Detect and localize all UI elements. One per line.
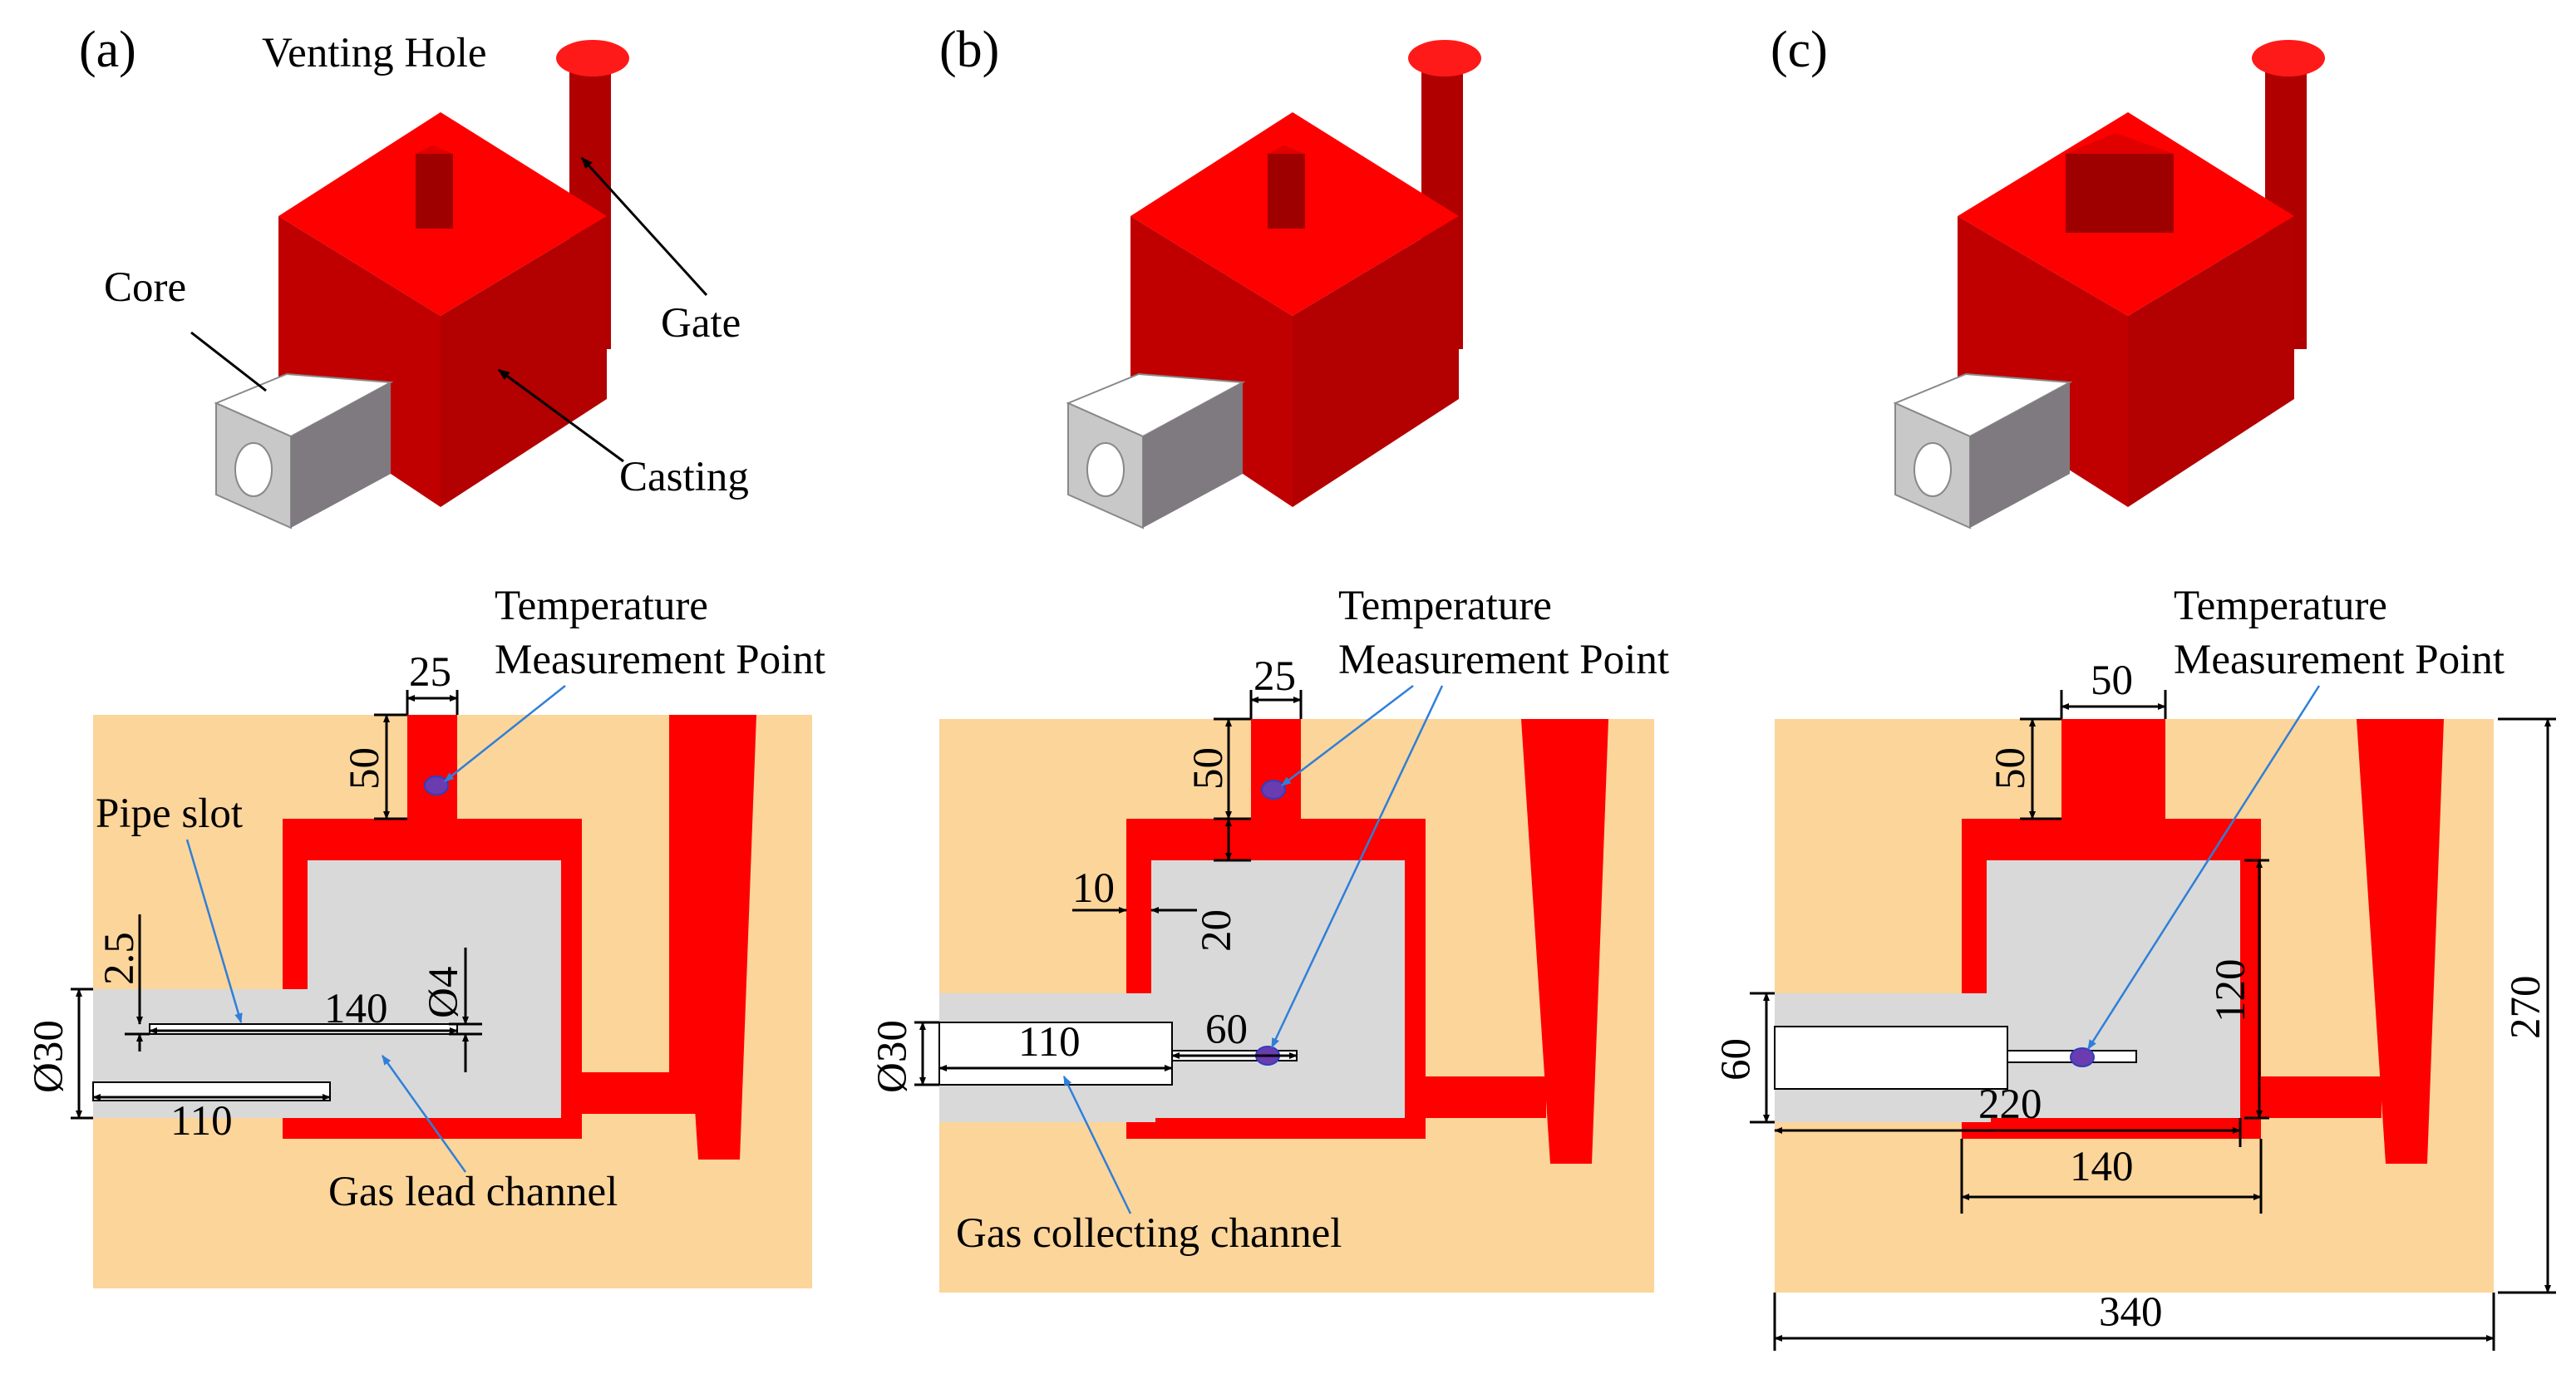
dim-c-riser-height: 50 [1987, 747, 2034, 790]
gate-top [1408, 40, 1481, 76]
dim-a-riser-height: 50 [342, 747, 388, 790]
cavity-core [1987, 860, 2240, 1118]
panel-b-letter: (b) [939, 22, 999, 78]
gas-lead-channel-label: Gas lead channel [328, 1169, 618, 1215]
riser [1251, 719, 1301, 819]
vent-body [416, 154, 453, 229]
dims-a [71, 690, 482, 1120]
gas-collecting-channel [938, 1022, 1173, 1086]
casting-left-face [1130, 216, 1293, 507]
gate-label: Gate [661, 300, 741, 347]
riser [407, 715, 457, 823]
gap-sand [594, 819, 665, 1072]
dim-b-riser-width: 25 [1254, 653, 1296, 700]
casting-left-face [1958, 216, 2128, 507]
temp-label-b-line1: Temperature [1338, 583, 1552, 629]
cavity-core [308, 860, 561, 1118]
panel-c-letter: (c) [1771, 22, 1828, 78]
core-void [1774, 1026, 2008, 1090]
gate-top [2252, 40, 2325, 76]
pipe-slot-label: Pipe slot [96, 790, 243, 837]
section-a [92, 715, 812, 1288]
dim-c-riser-width: 50 [2091, 657, 2133, 704]
vent-body [1268, 154, 1305, 229]
gas-collecting-channel-label: Gas collecting channel [956, 1210, 1342, 1257]
runner-bar [2261, 1076, 2381, 1118]
core-side-face [1143, 382, 1243, 528]
temp-label-b-line2: Measurement Point [1338, 637, 1669, 683]
core-label: Core [104, 264, 186, 311]
cavity-core [1151, 860, 1405, 1118]
panel-a-letter: (a) [79, 22, 136, 78]
dim-a-riser-width: 25 [409, 649, 451, 696]
core-side-face [1970, 382, 2070, 528]
core-hole [234, 442, 273, 497]
casting-right-face [1293, 216, 1459, 507]
section-b [938, 719, 1654, 1293]
dim-a-slot-offset: 2.5 [96, 932, 143, 985]
dim-b-channel-width: 10 [1072, 865, 1115, 912]
dim-b-diameter-core: Ø30 [869, 1020, 916, 1093]
section-c [1774, 719, 2494, 1293]
riser [2061, 719, 2165, 823]
temp-label-a-line1: Temperature [495, 583, 708, 629]
dim-c-mold-width: 340 [2099, 1289, 2163, 1336]
dim-c-core-length: 220 [1978, 1081, 2042, 1128]
sprue-taper [669, 715, 756, 1160]
runner-bar [1426, 1076, 1546, 1118]
casting-label: Casting [619, 454, 749, 500]
dim-b-riser-height: 50 [1185, 747, 1232, 790]
temperature-point [424, 776, 449, 795]
core-hole [1086, 442, 1125, 497]
pipe-slot [149, 1023, 458, 1035]
casting-right-face [441, 216, 607, 507]
dim-b-channel-length: 60 [1205, 1007, 1248, 1053]
dim-a-diameter-small: Ø4 [421, 967, 467, 1018]
sprue-taper [2357, 719, 2444, 1164]
dim-a-core-length: 110 [170, 1098, 233, 1145]
dim-c-core-height: 60 [1713, 1038, 1760, 1081]
temp-label-a-line2: Measurement Point [495, 637, 825, 683]
venting-hole-label: Venting Hole [262, 30, 487, 76]
temp-label-c-line2: Measurement Point [2174, 637, 2505, 683]
runner-bar [582, 1072, 702, 1114]
temperature-point [2070, 1047, 2095, 1067]
model-3d-a [190, 40, 708, 529]
dims-b [914, 690, 1303, 1086]
dim-a-slot-length: 140 [324, 986, 388, 1032]
temp-label-c-line1: Temperature [2174, 583, 2387, 629]
dim-c-cavity-width: 140 [2070, 1144, 2134, 1190]
dim-c-mold-height: 270 [2503, 976, 2549, 1040]
casting-right-face [2128, 216, 2294, 507]
sprue-taper [1521, 719, 1608, 1164]
model-3d-b [1066, 40, 1481, 529]
gate-top [556, 40, 629, 76]
temperature-point [1261, 780, 1286, 800]
dim-a-diameter-core: Ø30 [26, 1020, 72, 1093]
dims-c [1750, 690, 2556, 1351]
model-3d-c [1893, 40, 2325, 529]
dim-c-cavity-height: 120 [2208, 959, 2254, 1023]
vent-body [2066, 154, 2174, 233]
core-hole [1914, 442, 1952, 497]
core-side-face [291, 382, 391, 528]
dim-b-channel-height: 20 [1194, 909, 1240, 952]
casting-left-face [278, 216, 441, 507]
dim-b-core-length: 110 [1018, 1019, 1081, 1066]
